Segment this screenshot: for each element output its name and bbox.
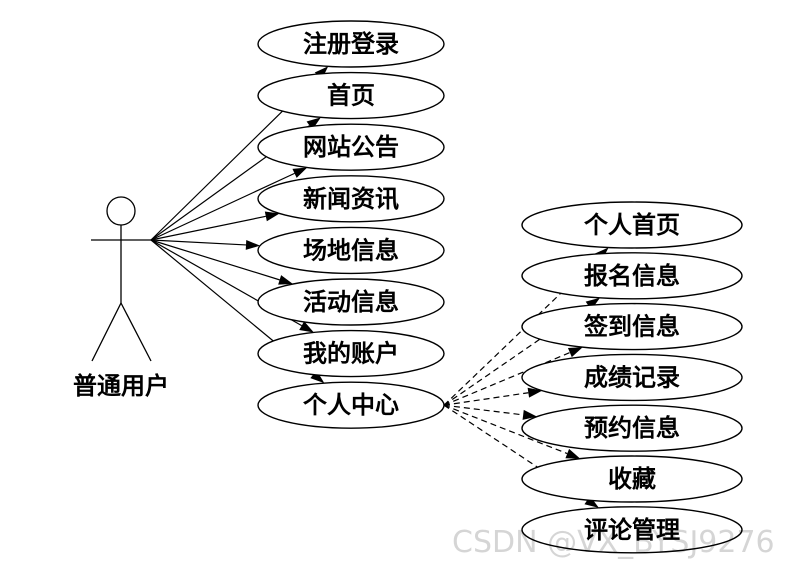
dependency-score-record <box>443 392 529 406</box>
connectors <box>150 66 609 508</box>
dependency-reservation-info <box>443 404 524 416</box>
use-case-home: 首页 <box>257 71 445 120</box>
use-case-activity-info: 活动信息 <box>257 278 445 326</box>
use-case-label: 活动信息 <box>303 287 399 316</box>
sub-use-case-label: 预约信息 <box>584 413 680 442</box>
sub-use-case-label: 签到信息 <box>583 312 680 341</box>
use-case-label: 个人中心 <box>303 390 399 419</box>
sub-use-case-label: 收藏 <box>608 464 656 493</box>
use-case-register-login: 注册登录 <box>257 20 445 68</box>
dependency-checkin-info-arrowhead <box>567 347 583 358</box>
sub-use-case-reservation-info: 预约信息 <box>521 404 743 452</box>
watermark: CSDN @VX_BYSJ9276 <box>452 525 775 560</box>
use-case-label: 网站公告 <box>303 132 399 161</box>
sub-use-case-signup-info: 报名信息 <box>521 252 743 300</box>
use-case-ellipse <box>257 226 445 275</box>
association-activity-info <box>150 239 280 281</box>
sub-use-case-personal-home: 个人首页 <box>521 201 743 249</box>
sub-use-case-ellipse <box>521 404 743 452</box>
dependency-favorites <box>443 404 568 455</box>
sub-use-case-ellipse <box>521 252 743 300</box>
sub-use-case-checkin-info: 签到信息 <box>521 302 743 351</box>
use-case-label: 注册登录 <box>303 29 399 58</box>
association-announcement <box>150 172 295 241</box>
sub-use-case-ellipse <box>521 353 743 402</box>
dependency-favorites-arrowhead <box>565 448 581 459</box>
association-home-arrowhead <box>306 117 321 130</box>
use-case-ellipse <box>257 278 445 326</box>
use-case-ellipse <box>257 71 445 120</box>
association-venue-info-arrowhead <box>245 239 260 250</box>
use-case-ellipse <box>257 175 445 223</box>
actor-head <box>106 196 136 226</box>
association-venue-info <box>150 239 247 246</box>
actor-left-leg <box>91 302 122 362</box>
sub-use-case-comment-management: 评论管理 <box>521 506 743 554</box>
association-announcement-arrowhead <box>292 167 308 178</box>
dependency-signup-info-arrowhead <box>585 297 601 310</box>
use-case-ellipse <box>257 123 445 171</box>
use-case-venue-info: 场地信息 <box>257 226 445 275</box>
sub-use-case-favorites: 收藏 <box>521 455 743 503</box>
use-case-ellipse <box>257 20 445 68</box>
association-news <box>150 215 266 241</box>
sub-use-case-label: 成绩记录 <box>584 362 680 391</box>
use-case-ellipse <box>257 381 445 429</box>
dependency-checkin-info <box>443 352 571 406</box>
actor-right-leg <box>120 302 152 362</box>
sub-use-case-score-record: 成绩记录 <box>521 353 743 402</box>
use-case-label: 场地信息 <box>303 235 399 264</box>
use-case-my-account: 我的账户 <box>257 329 445 378</box>
actor: 普通用户 <box>73 196 169 400</box>
association-activity-info-arrowhead <box>278 275 294 285</box>
use-case-ellipse <box>257 329 445 378</box>
association-register-login-arrowhead <box>314 66 329 80</box>
sub-use-case-ellipse <box>521 506 743 554</box>
use-case-personal-center: 个人中心 <box>257 381 445 429</box>
sub-use-case-label: 个人首页 <box>584 210 680 239</box>
sub-use-case-ellipse <box>521 455 743 503</box>
dependency-personal-home <box>443 256 599 406</box>
use-case-label: 新闻资讯 <box>303 184 399 213</box>
association-personal-center-arrowhead <box>310 370 325 384</box>
sub-use-case-ellipse <box>521 302 743 351</box>
use-case-news: 新闻资讯 <box>257 175 445 223</box>
sub-use-case-ellipse <box>521 201 743 249</box>
association-my-account-arrowhead <box>299 321 314 333</box>
use-case-announcement: 网站公告 <box>257 123 445 171</box>
sub-use-case-label: 评论管理 <box>584 515 680 544</box>
actor-label: 普通用户 <box>73 371 169 400</box>
sub-use-case-label: 报名信息 <box>584 261 680 290</box>
association-news-arrowhead <box>264 211 280 222</box>
use-case-label: 首页 <box>327 81 375 110</box>
use-case-label: 我的账户 <box>303 339 399 368</box>
